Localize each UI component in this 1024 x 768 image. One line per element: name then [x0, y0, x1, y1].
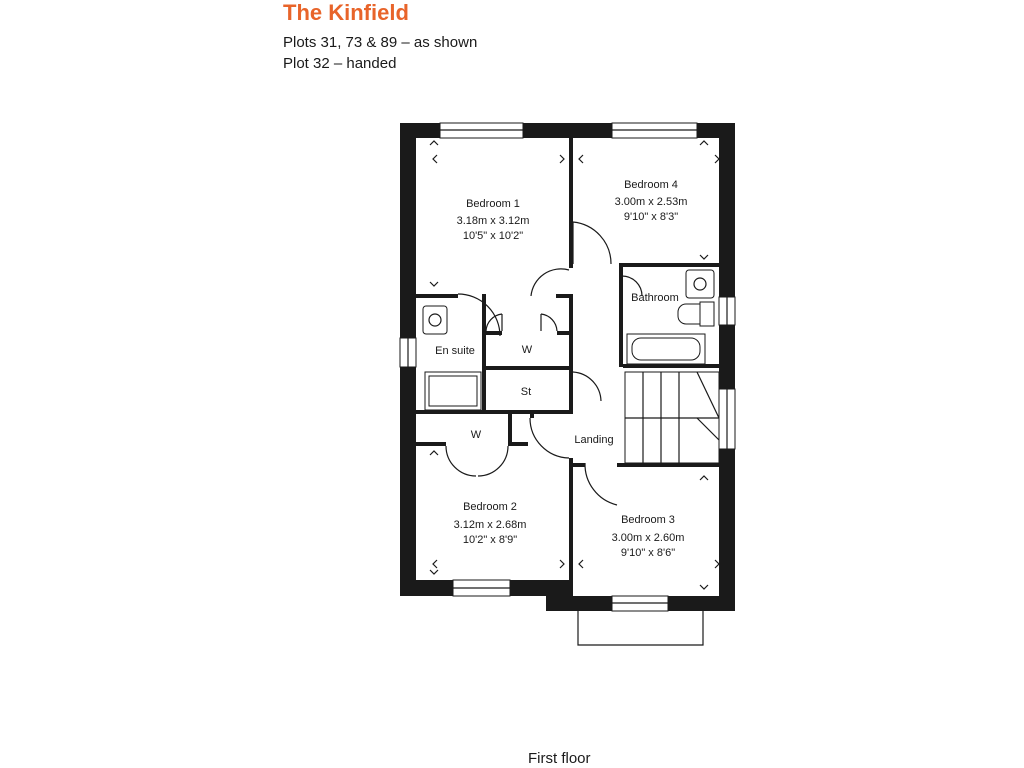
bedroom1-name: Bedroom 1	[466, 198, 520, 210]
bedroom1-metric: 3.18m x 3.12m	[457, 215, 530, 227]
doors	[445, 221, 643, 506]
ensuite-name: En suite	[435, 345, 475, 357]
landing-name: Landing	[574, 434, 613, 446]
bedroom4-name: Bedroom 4	[624, 179, 678, 191]
bedroom2-name: Bedroom 2	[463, 501, 517, 513]
page-title: The Kinfield	[283, 0, 409, 25]
plots-line: Plots 31, 73 & 89 – as shown	[283, 34, 478, 51]
bathroom-name: Bathroom	[631, 292, 679, 304]
fixtures	[422, 269, 720, 464]
outer-walls	[400, 123, 735, 611]
bedroom4-imperial: 9'10" x 8'3"	[624, 211, 678, 223]
windows	[399, 122, 736, 646]
bedroom1-imperial: 10'5" x 10'2"	[463, 230, 523, 242]
internal-walls	[416, 138, 719, 596]
handed-line: Plot 32 – handed	[283, 55, 397, 72]
wardrobe2-name: W	[471, 429, 482, 441]
wardrobe1-name: W	[522, 344, 533, 356]
bedroom4-metric: 3.00m x 2.53m	[615, 196, 688, 208]
bedroom2-imperial: 10'2" x 8'9"	[463, 534, 517, 546]
floor-label: First floor	[528, 750, 591, 767]
dimension-arrows	[429, 140, 720, 590]
store-name: St	[521, 386, 531, 398]
bedroom2-metric: 3.12m x 2.68m	[454, 519, 527, 531]
bedroom3-imperial: 9'10" x 8'6"	[621, 547, 675, 559]
room-labels: Bedroom 1 3.18m x 3.12m 10'5" x 10'2" Be…	[435, 179, 687, 559]
bedroom3-metric: 3.00m x 2.60m	[612, 532, 685, 544]
bedroom3-name: Bedroom 3	[621, 514, 675, 526]
